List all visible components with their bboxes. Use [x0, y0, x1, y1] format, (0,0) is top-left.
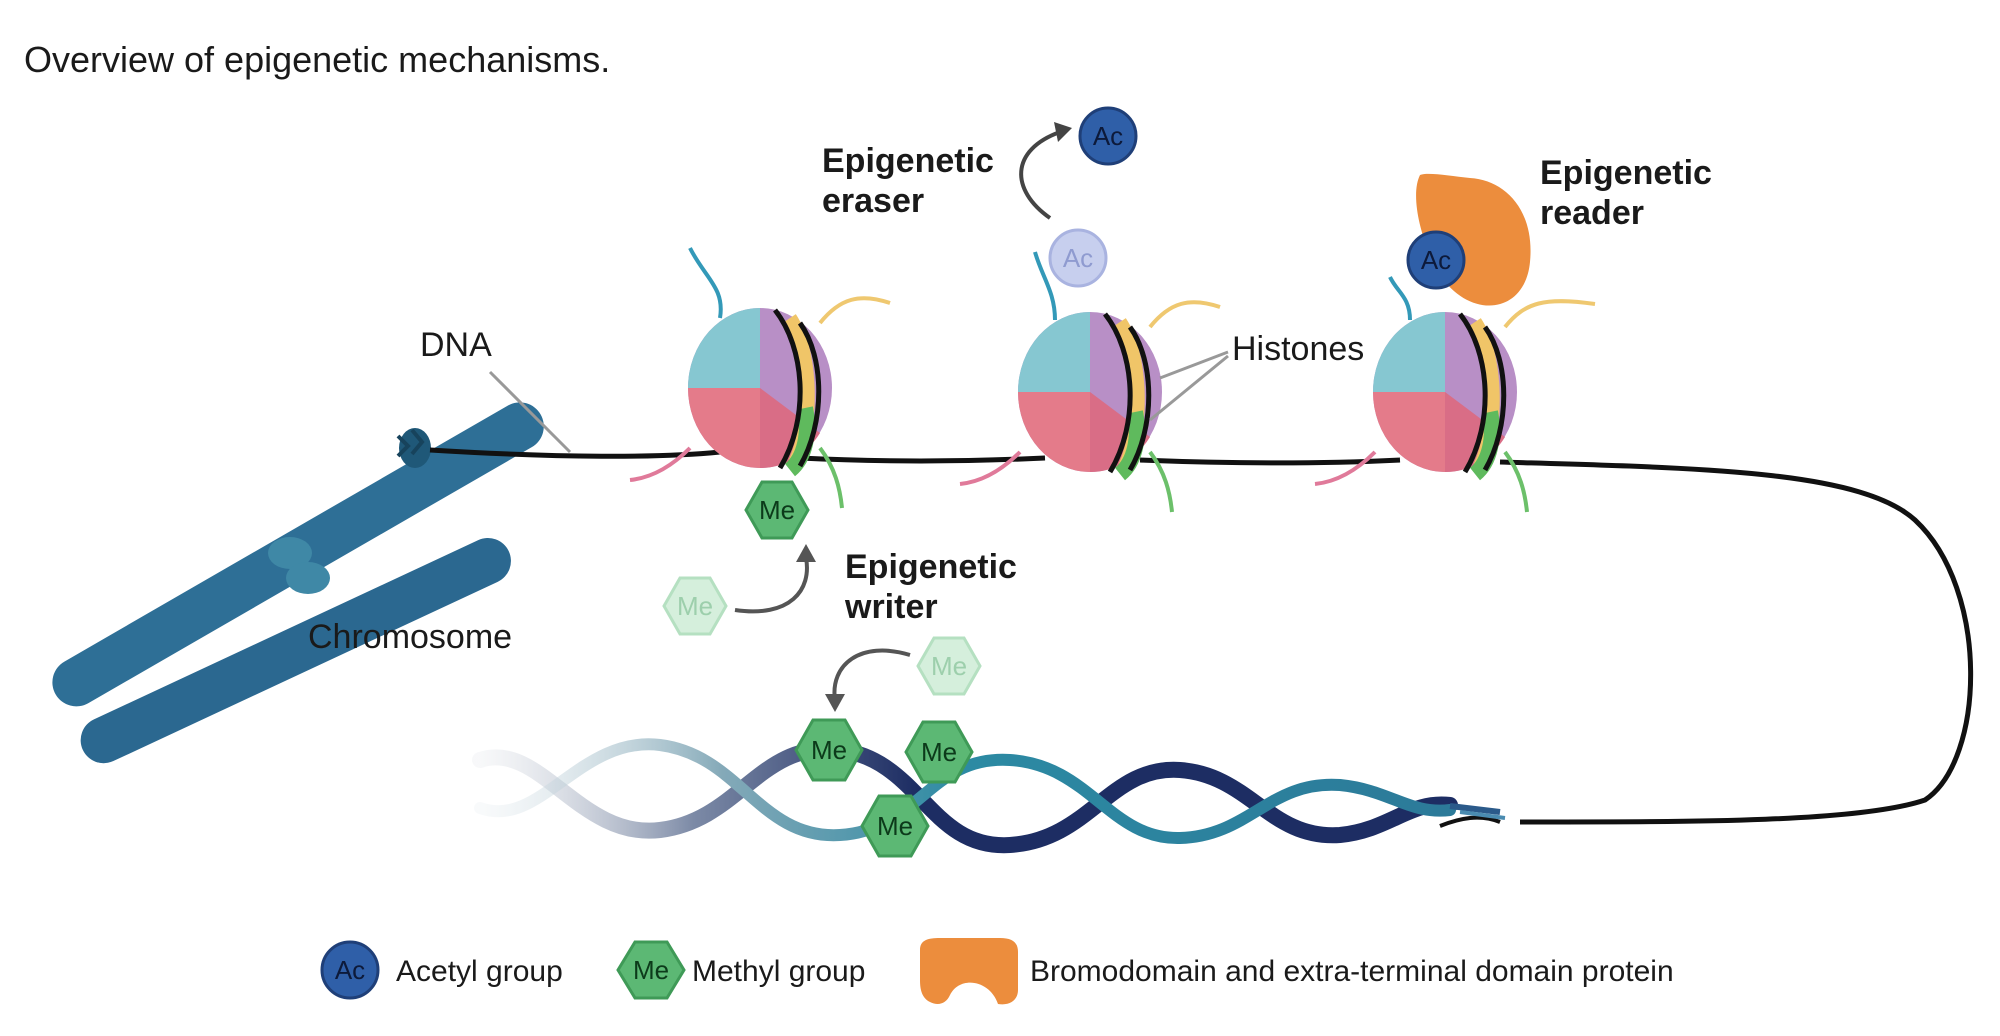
epigenetic-eraser: Epigenetic eraser Ac Ac: [822, 106, 1138, 288]
chromosome-label: Chromosome: [308, 618, 512, 656]
legend-acetyl-label: Acetyl group: [396, 955, 563, 988]
figure-title: Overview of epigenetic mechanisms.: [24, 39, 610, 80]
eraser-label-line2: eraser: [822, 182, 924, 220]
methyl-badge-histone: Me: [744, 480, 810, 540]
histones-label: Histones: [1232, 330, 1364, 368]
svg-text:Me: Me: [759, 495, 795, 525]
writer-label-line1: Epigenetic: [845, 548, 1017, 586]
writer-arrow-2: [832, 648, 911, 701]
svg-text:Me: Me: [921, 737, 957, 767]
legend-bet-protein-icon: [920, 938, 1018, 1005]
acetyl-badge-faded: Ac: [1048, 228, 1108, 288]
acetyl-badge-read: Ac: [1406, 230, 1466, 290]
legend-methyl-label: Methyl group: [692, 955, 865, 988]
epigenetic-reader: Ac Epigenetic reader: [1406, 154, 1712, 306]
dna-label: DNA: [420, 326, 492, 364]
eraser-label-line1: Epigenetic: [822, 142, 994, 180]
methyl-badge-dna-2: Me: [904, 720, 974, 784]
reader-label-line1: Epigenetic: [1540, 154, 1712, 192]
svg-text:Me: Me: [633, 955, 669, 985]
svg-text:Ac: Ac: [335, 955, 365, 985]
dna-leader-line: [488, 370, 572, 454]
epigenetic-writer: Me Me Epigenetic writer Me: [662, 480, 1017, 712]
legend-methyl-icon: Me: [616, 940, 686, 1000]
svg-text:Ac: Ac: [1093, 121, 1123, 151]
svg-text:Me: Me: [811, 735, 847, 765]
svg-text:Me: Me: [877, 811, 913, 841]
dna-double-helix: [472, 738, 1506, 854]
svg-text:Me: Me: [677, 591, 713, 621]
dna-fiber: [429, 447, 1974, 825]
methyl-badge-dna-3: Me: [860, 794, 930, 858]
nucleosome-1: [629, 247, 891, 509]
nucleosome-3: [1314, 276, 1596, 513]
svg-text:Me: Me: [931, 651, 967, 681]
chromosome: [52, 402, 544, 764]
writer-label-line2: writer: [844, 588, 938, 626]
acetyl-badge-released: Ac: [1078, 106, 1138, 166]
svg-text:Ac: Ac: [1421, 245, 1451, 275]
svg-text:Ac: Ac: [1063, 243, 1093, 273]
eraser-arrow: [1019, 130, 1061, 220]
reader-label-line2: reader: [1540, 194, 1644, 232]
legend: Ac Acetyl group Me Methyl group Bromodom…: [320, 938, 1674, 1005]
methyl-badge-dna-1: Me: [794, 718, 864, 782]
legend-bet-label: Bromodomain and extra-terminal domain pr…: [1030, 955, 1674, 988]
histones-leader-1: [1159, 350, 1229, 380]
methyl-badge-faded-1: Me: [662, 576, 728, 636]
nucleosome-2: [959, 251, 1221, 513]
writer-arrow-1: [734, 557, 809, 614]
methyl-badge-faded-2: Me: [916, 636, 982, 696]
legend-acetyl-icon: Ac: [320, 940, 380, 1000]
histones-leader-2: [1149, 354, 1229, 422]
